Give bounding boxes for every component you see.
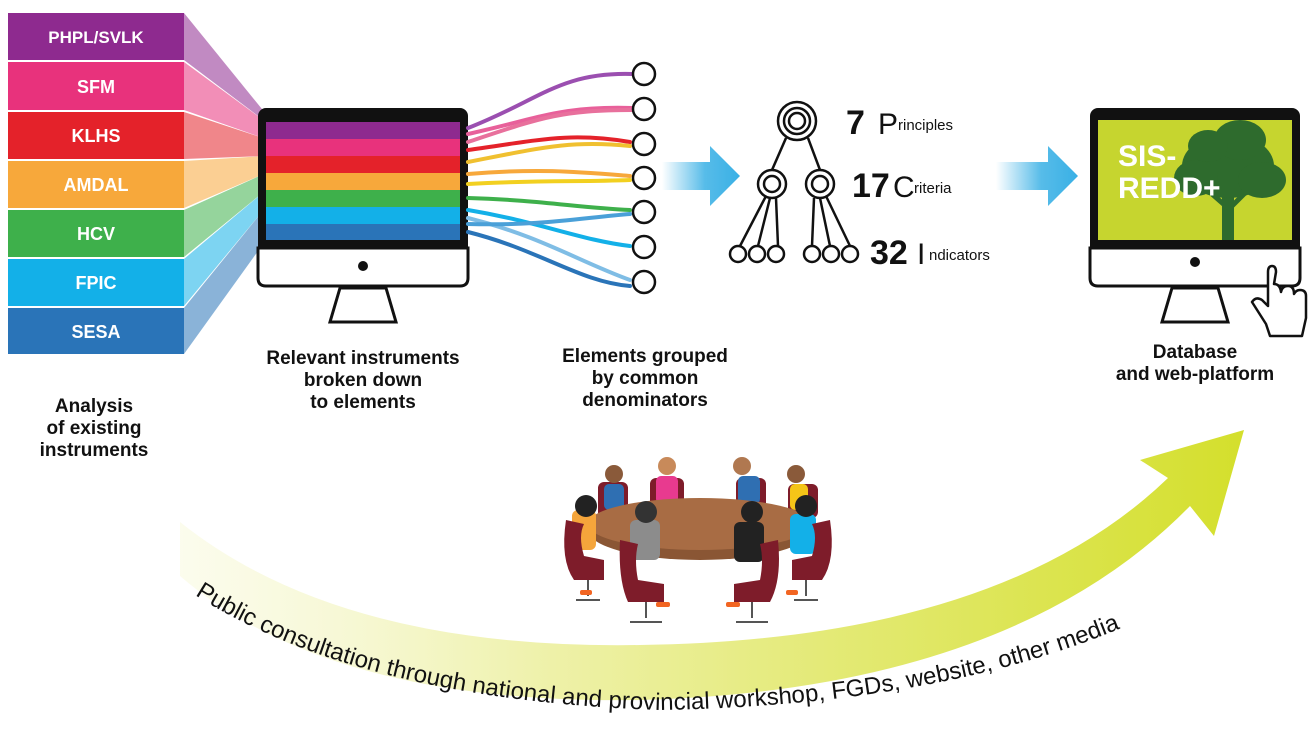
caption-platform: Database and web-platform — [1090, 342, 1300, 386]
meeting-illustration — [564, 457, 832, 623]
element-node — [631, 131, 657, 157]
element-node — [631, 199, 657, 225]
instrument-list: PHPL/SVLK SFM KLHS AMDAL HCV FPIC SESA — [8, 13, 184, 354]
principles-rest: rinciples — [898, 117, 953, 134]
platform-title-line2: REDD+ — [1118, 172, 1221, 205]
caption-grouped: Elements grouped by common denominators — [530, 346, 760, 412]
caption-line: by common — [591, 368, 699, 389]
instrument-fan — [184, 13, 266, 354]
caption-line: broken down — [303, 370, 423, 391]
flow-arrow-1 — [662, 146, 740, 206]
criteria-rest: riteria — [914, 180, 952, 197]
element-node — [631, 165, 657, 191]
pci-principles: 7 P rinciples — [846, 104, 953, 142]
element-node — [631, 96, 657, 122]
person — [790, 495, 817, 554]
instrument-label: SFM — [77, 77, 115, 97]
person — [656, 457, 678, 504]
person — [604, 465, 624, 510]
person — [787, 465, 808, 510]
person — [734, 501, 764, 562]
instrument-item: PHPL/SVLK — [8, 13, 184, 60]
instrument-label: FPIC — [75, 273, 116, 293]
element-node — [631, 234, 657, 260]
element-node — [631, 61, 657, 87]
hand-cursor-icon — [1250, 264, 1308, 338]
instrument-item: AMDAL — [8, 161, 184, 208]
pci-tree — [728, 100, 860, 264]
flow-arrow-2 — [996, 146, 1078, 206]
principles-initial: P — [878, 108, 898, 141]
caption-line: instruments — [39, 440, 149, 461]
person — [733, 457, 760, 504]
instrument-monitor — [256, 108, 470, 324]
criteria-initial: C — [893, 171, 915, 204]
caption-line: Database — [1152, 342, 1238, 363]
element-node — [631, 269, 657, 295]
pci-criteria: 17 C riteria — [852, 167, 952, 205]
pci-indicators: 32 I ndicators — [870, 234, 990, 272]
person — [630, 501, 660, 560]
caption-line: Elements grouped — [562, 346, 728, 367]
instrument-item: HCV — [8, 210, 184, 257]
consultation-arrow — [180, 430, 1244, 701]
instrument-label: AMDAL — [64, 175, 129, 195]
instrument-label: SESA — [71, 322, 120, 342]
caption-analysis: Analysis of existing instruments — [6, 396, 182, 462]
caption-line: Relevant instruments — [266, 348, 460, 369]
indicators-rest: ndicators — [929, 247, 990, 264]
caption-line: and web-platform — [1115, 364, 1275, 385]
element-nodes — [631, 61, 657, 295]
platform-title-line1: SIS- — [1118, 140, 1176, 173]
instrument-item: FPIC — [8, 259, 184, 306]
indicators-number: 32 — [870, 234, 908, 272]
instrument-label: HCV — [77, 224, 115, 244]
indicators-initial: I — [917, 238, 925, 271]
tree-icon — [1174, 120, 1286, 240]
instrument-item: KLHS — [8, 112, 184, 159]
caption-line: Analysis — [54, 396, 134, 417]
principles-number: 7 — [846, 104, 865, 142]
instrument-item: SESA — [8, 308, 184, 354]
caption-breakdown: Relevant instruments broken down to elem… — [232, 348, 494, 414]
caption-line: denominators — [582, 390, 708, 411]
element-connections — [466, 71, 634, 288]
instrument-label: KLHS — [72, 126, 121, 146]
instrument-item: SFM — [8, 62, 184, 110]
criteria-number: 17 — [852, 167, 890, 205]
caption-line: to elements — [310, 392, 416, 413]
caption-line: of existing — [46, 418, 142, 439]
instrument-label: PHPL/SVLK — [48, 28, 144, 47]
platform-monitor: SIS- REDD+ — [1088, 108, 1302, 324]
